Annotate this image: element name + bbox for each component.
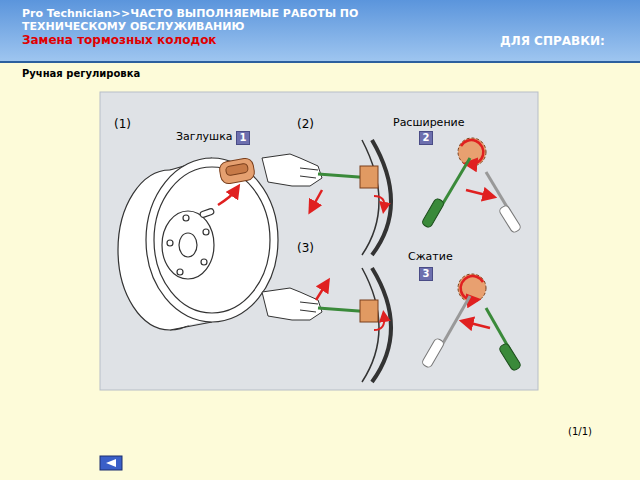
back-button [100, 456, 122, 470]
page-number: (1/1) [568, 426, 592, 438]
callout-text: 1 [240, 132, 247, 143]
brake-shoe-expand [360, 140, 391, 255]
adjuster-wheel-expand [421, 138, 521, 234]
header-title: Pro Technician>>ЧАСТО ВЫПОЛНЯЕМЫЕ РАБОТЫ… [22, 8, 462, 33]
step-number: (1) [114, 118, 131, 132]
hand-expand [262, 154, 372, 186]
action-label: Расширение [393, 117, 465, 130]
callout-number: 1 [236, 131, 250, 145]
brake-drum [118, 158, 278, 330]
reference-note: ДЛЯ СПРАВКИ: [500, 35, 605, 49]
callout-number: 3 [419, 267, 433, 281]
brake-shoe-contract [360, 268, 391, 382]
hand-contract [262, 288, 372, 320]
subheading: Ручная регулировка [22, 68, 140, 80]
step-number: (3) [297, 242, 314, 256]
callout-number: 2 [419, 131, 433, 145]
section-title: Замена тормозных колодок [22, 34, 217, 48]
adjuster-wheel-contract [421, 274, 521, 372]
header-band [0, 0, 640, 62]
callout-text: 3 [423, 268, 430, 279]
figure-panel [100, 92, 538, 390]
part-name: Заглушка [176, 131, 233, 144]
callout-text: 2 [423, 132, 430, 143]
action-label: Сжатие [408, 251, 453, 264]
step-number: (2) [297, 118, 314, 132]
plug [218, 157, 255, 185]
